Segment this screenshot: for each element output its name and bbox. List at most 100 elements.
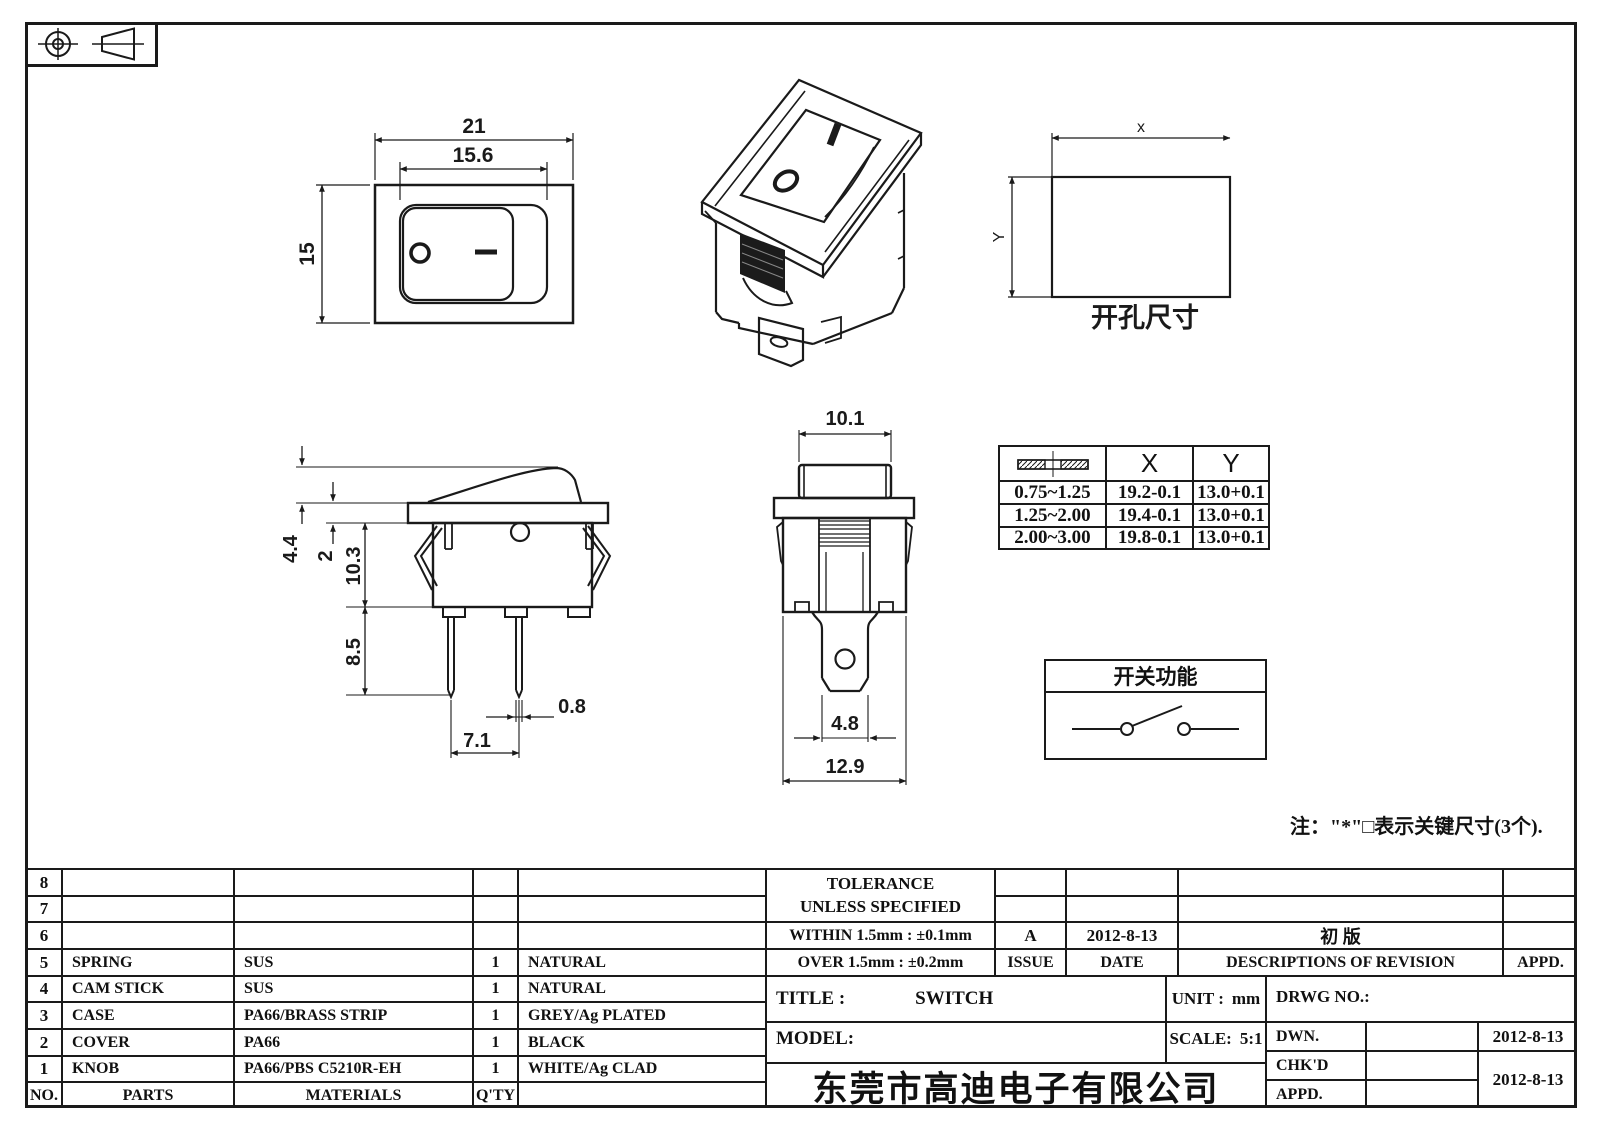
revision-issue-value: A (994, 921, 1065, 948)
revision-empty-cell (994, 895, 1065, 921)
parts-row-remark: NATURAL (517, 948, 765, 975)
revision-appd-value (1502, 921, 1577, 948)
chkd-signature-cell (1365, 1050, 1477, 1079)
front-view-drawing: 21 15.6 15 (296, 115, 575, 325)
dim-end-body-width: 12.9 (826, 756, 865, 778)
unit-cell: UNIT : mm (1165, 975, 1265, 1021)
dwn-signature-cell (1365, 1021, 1477, 1050)
dim-side-flange-thickness: 2 (315, 550, 337, 561)
tolerance-within-cell: WITHIN 1.5mm : ±0.1mm (765, 921, 994, 948)
revision-date-label: DATE (1065, 948, 1177, 975)
parts-row-qty: 1 (472, 1055, 517, 1081)
parts-row-material: PA66 (233, 1028, 472, 1055)
appd-label: APPD. (1265, 1079, 1365, 1108)
parts-row-name (61, 895, 233, 921)
parts-row-no: 1 (25, 1055, 61, 1081)
tolerance-title-cell: TOLERANCE UNLESS SPECIFIED (765, 868, 994, 921)
revision-date-value: 2012-8-13 (1065, 921, 1177, 948)
parts-row-name (61, 921, 233, 948)
parts-row-no: 6 (25, 921, 61, 948)
parts-row-name: COVER (61, 1028, 233, 1055)
projection-symbol-box (25, 22, 158, 67)
parts-row-no: 3 (25, 1001, 61, 1028)
unit-value: mm (1231, 989, 1261, 1008)
parts-row-name: CAM STICK (61, 975, 233, 1001)
dim-side-body-depth: 10.3 (343, 547, 365, 586)
parts-row-remark: WHITE/Ag CLAD (517, 1055, 765, 1081)
parts-header-parts: PARTS (61, 1081, 233, 1108)
dim-cutout-x: x (1137, 119, 1145, 136)
revision-empty-cell (994, 868, 1065, 895)
parts-row-material (233, 921, 472, 948)
title-cell: TITLE : SWITCH (765, 975, 1165, 1021)
parts-row-name: CASE (61, 1001, 233, 1028)
parts-row-qty (472, 895, 517, 921)
parts-row-remark: BLACK (517, 1028, 765, 1055)
dim-front-height: 15 (296, 242, 319, 266)
switch-function-box: 开关功能 (1044, 659, 1267, 760)
tolerance-title-line1: TOLERANCE (826, 874, 935, 894)
parts-row-qty: 1 (472, 1001, 517, 1028)
drwg-no-cell: DRWG NO.: (1265, 975, 1577, 1021)
parts-header-remark (517, 1081, 765, 1108)
col-header-x: X (1105, 447, 1192, 480)
sheet-frame (25, 22, 1577, 1108)
dim-front-width: 21 (462, 115, 486, 138)
company-name: 东莞市高迪电子有限公司 (765, 1062, 1265, 1108)
isometric-view-drawing (700, 78, 923, 368)
dim-cutout-y: Y (991, 231, 1008, 242)
scale-value: 5:1 (1239, 1029, 1263, 1048)
revision-empty-cell (1177, 868, 1502, 895)
table-cell: 0.75~1.25 (1000, 480, 1105, 503)
revision-empty-cell (1502, 895, 1577, 921)
scale-label: SCALE: (1169, 1029, 1232, 1048)
cutout-dimension-table: X Y 0.75~1.25 19.2-0.1 13.0+0.1 1.25~2.0… (998, 445, 1270, 550)
parts-row-material: PA66/PBS C5210R-EH (233, 1055, 472, 1081)
first-angle-projection-icon (38, 27, 144, 61)
dim-front-inner-width: 15.6 (453, 144, 494, 167)
table-cell: 1.25~2.00 (1000, 503, 1105, 526)
parts-row-no: 7 (25, 895, 61, 921)
parts-row-no: 4 (25, 975, 61, 1001)
revision-issue-label: ISSUE (994, 948, 1065, 975)
parts-row-qty (472, 868, 517, 895)
parts-row-remark (517, 921, 765, 948)
spst-switch-symbol-icon (1072, 705, 1239, 736)
dim-side-pin-width: 0.8 (558, 696, 586, 718)
parts-row-name: KNOB (61, 1055, 233, 1081)
end-view-drawing: 10.1 4.8 12.9 (772, 408, 916, 785)
parts-row-material: SUS (233, 948, 472, 975)
title-value: SWITCH (915, 988, 994, 1009)
panel-thickness-symbol-cell (1000, 447, 1105, 480)
parts-row-qty: 1 (472, 1028, 517, 1055)
table-cell: 19.8-0.1 (1105, 526, 1192, 548)
revision-description-value: 初 版 (1177, 921, 1502, 948)
appd-signature-cell (1365, 1079, 1477, 1108)
table-cell: 19.2-0.1 (1105, 480, 1192, 503)
function-box-title: 开关功能 (1046, 661, 1265, 693)
dim-end-rocker-width: 10.1 (826, 408, 865, 430)
parts-row-remark: GREY/Ag PLATED (517, 1001, 765, 1028)
cutout-caption: 开孔尺寸 (1091, 303, 1199, 333)
parts-row-material (233, 895, 472, 921)
chkd-label: CHK'D (1265, 1050, 1365, 1079)
panel-section-icon (1016, 450, 1089, 477)
parts-row-no: 5 (25, 948, 61, 975)
unit-label: UNIT : (1171, 989, 1224, 1008)
table-cell: 13.0+0.1 (1192, 480, 1268, 503)
col-header-y: Y (1192, 447, 1268, 480)
revision-empty-cell (1065, 868, 1177, 895)
dwn-date: 2012-8-13 (1477, 1021, 1577, 1050)
dwn-label: DWN. (1265, 1021, 1365, 1050)
chkd-date: 2012-8-13 (1477, 1050, 1577, 1108)
model-cell: MODEL: (765, 1021, 1165, 1062)
parts-row-remark (517, 868, 765, 895)
revision-empty-cell (1065, 895, 1177, 921)
table-cell: 13.0+0.1 (1192, 503, 1268, 526)
parts-row-material: PA66/BRASS STRIP (233, 1001, 472, 1028)
parts-row-no: 8 (25, 868, 61, 895)
key-dimension-note: 注："*"□表示关键尺寸(3个). (1290, 816, 1543, 838)
revision-appd-label: APPD. (1502, 948, 1577, 975)
parts-row-remark (517, 895, 765, 921)
